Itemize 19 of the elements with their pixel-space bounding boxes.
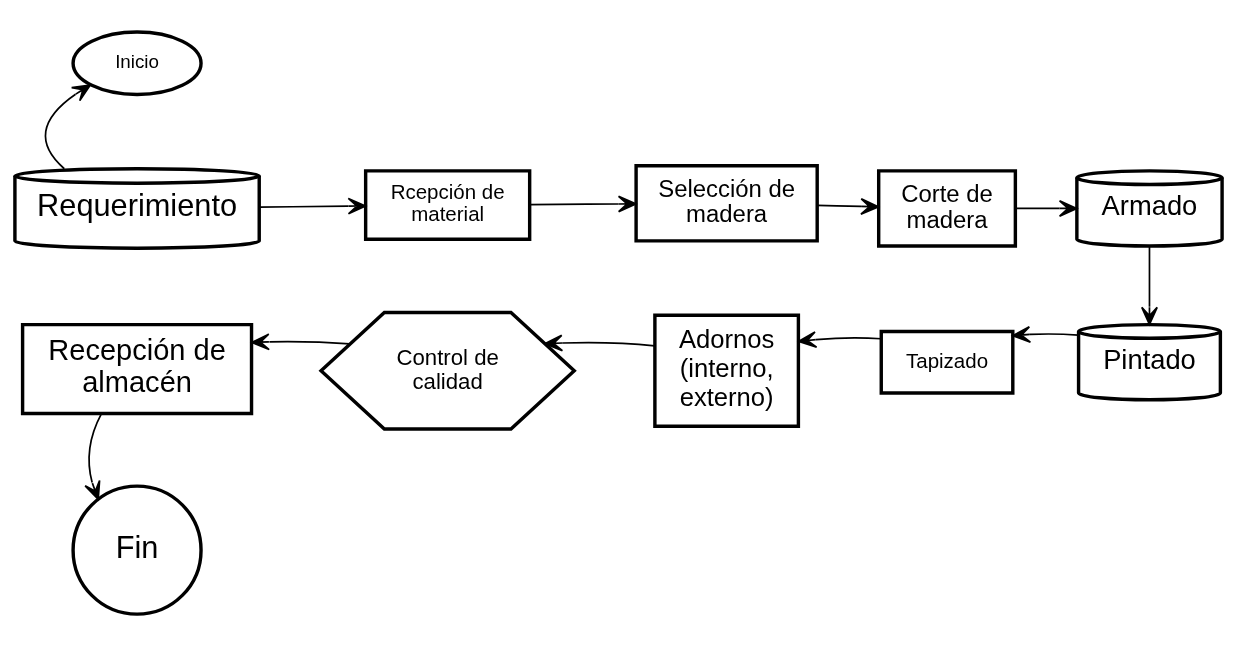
node-circle: Fin xyxy=(71,484,203,616)
node-box: Tapizado xyxy=(879,329,1015,395)
node-box: Corte de madera xyxy=(877,169,1018,248)
arrow xyxy=(1014,199,1078,217)
arrow xyxy=(258,197,367,215)
arrow xyxy=(544,334,656,352)
arrow xyxy=(44,84,92,170)
arrow xyxy=(251,333,351,351)
arrow xyxy=(797,331,882,349)
node-box: Rcepción de material xyxy=(363,169,532,241)
node-box: Selección de madera xyxy=(634,164,819,243)
arrow xyxy=(816,197,880,215)
arrow xyxy=(528,195,637,213)
arrow xyxy=(1140,245,1159,326)
node-box: Recepción de almacén xyxy=(20,322,254,416)
node-box: Adornos (interno, externo) xyxy=(653,313,801,428)
arrow xyxy=(84,412,103,501)
arrow xyxy=(1011,325,1080,343)
node-ellipse: Inicio xyxy=(71,30,203,97)
